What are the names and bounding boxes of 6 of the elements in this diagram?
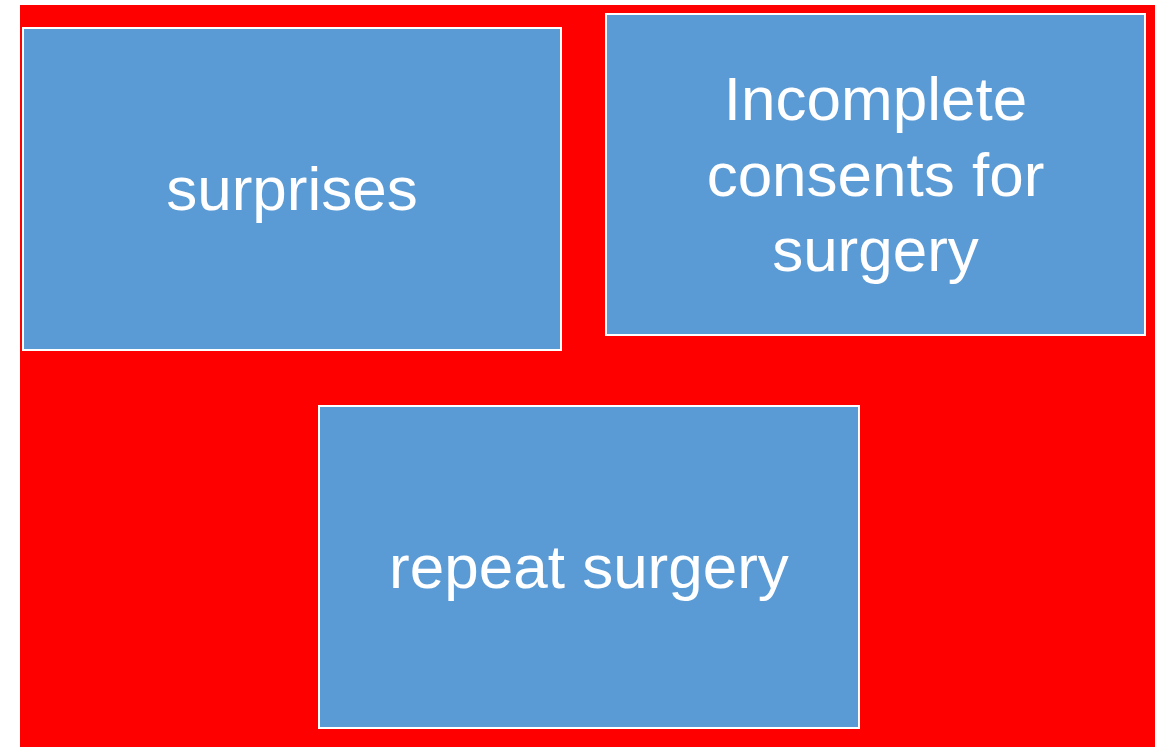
box-label: Incomplete consents for surgery	[705, 63, 1046, 287]
process-box	[318, 405, 860, 729]
process-box	[605, 13, 1146, 336]
box-label: surprises	[166, 153, 418, 226]
box-label: repeat surgery	[389, 531, 789, 604]
process-box	[22, 27, 562, 351]
